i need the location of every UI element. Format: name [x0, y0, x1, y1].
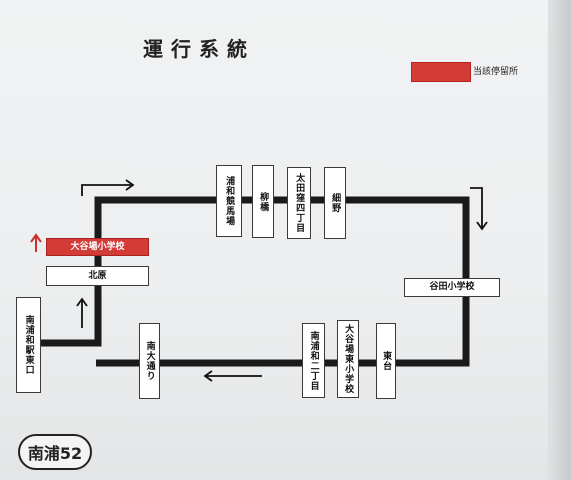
legend-label: 当該停留所 — [473, 67, 519, 77]
stop-yanagibashi: 柳橋 — [252, 165, 274, 238]
direction-arrow-current-up — [30, 233, 42, 252]
stop-yata-shogakko: 谷田小学校 — [404, 278, 500, 297]
stop-ootakubo-yonchome: 太田窪四丁目 — [287, 167, 311, 239]
direction-arrow-top-right — [81, 179, 135, 196]
route-line — [38, 196, 470, 367]
stop-minamiura-nichome: 南浦和二丁目 — [302, 323, 325, 398]
direction-arrow-right-down — [470, 187, 488, 231]
stop-minamiura-eki-higashiguchi: 南浦和駅東口 — [16, 297, 41, 393]
board-edge — [548, 0, 571, 480]
stop-kitahara: 北原 — [46, 266, 149, 286]
direction-arrow-bottom-left — [203, 370, 262, 382]
route-number-badge: 南浦52 — [18, 434, 92, 470]
stop-minami-odori: 南大通り — [139, 323, 160, 399]
stop-higashidai: 東台 — [376, 323, 396, 399]
stop-ootaniba-higashi-shogakko: 大谷場東小学校 — [337, 320, 359, 398]
stop-ootanidai-shogakko-current: 大谷場小学校 — [46, 238, 149, 256]
stop-hosono: 細野 — [324, 167, 346, 239]
page-title: 運行系統 — [143, 37, 255, 61]
legend-swatch-current-stop — [411, 62, 471, 82]
direction-arrow-left-up — [76, 297, 88, 328]
stop-urawa-keibajo: 浦和競馬場 — [216, 165, 242, 237]
